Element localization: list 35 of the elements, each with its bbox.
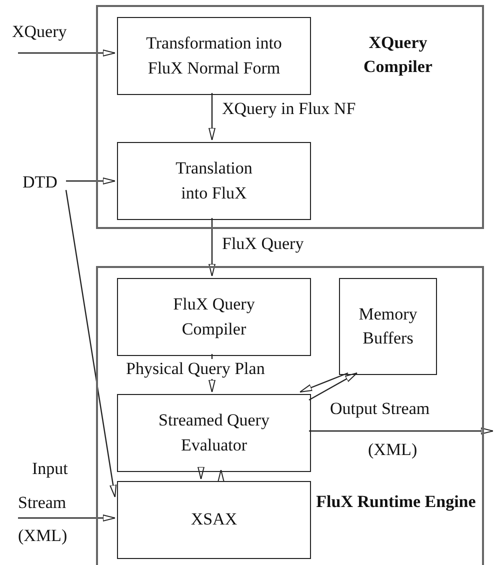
text-label: Stream [17,493,68,513]
arrow [18,50,116,56]
arrow [18,514,116,522]
group-title: FluX Runtime Engine [316,491,476,513]
box-label: FluX Query Compiler [172,293,256,340]
box-label: XSAX [190,508,238,531]
edge-label: Physical Query Plan [124,359,267,379]
arrow [65,190,117,498]
text-label: (XML) [17,526,68,546]
group-panel [96,5,484,229]
edge-label: FluX Query [220,234,306,254]
text-label: Output Stream [329,399,431,419]
process-box [117,17,311,95]
arrow [300,372,348,393]
box-label: Transformation into FluX Normal Form [145,32,283,79]
input-label: DTD [14,171,66,195]
box-label: Streamed Query Evaluator [158,409,270,456]
process-box [117,278,311,356]
arrow [208,218,216,276]
process-box [339,278,437,375]
edge-label: XQuery in Flux NF [220,99,358,119]
text-label: Input [31,459,69,479]
arrow [208,93,216,140]
arrow [198,466,204,480]
text-label: (XML) [367,440,418,460]
process-box [117,394,311,472]
arrow [309,428,494,434]
box-label: Memory Buffers [358,302,418,350]
process-box [117,481,311,559]
arrow [66,178,116,184]
process-box [117,142,311,220]
arrow [308,372,358,401]
box-label: Translation into FluX [174,157,254,204]
arrow [218,470,224,482]
group-title: XQuery Compiler [362,32,434,78]
